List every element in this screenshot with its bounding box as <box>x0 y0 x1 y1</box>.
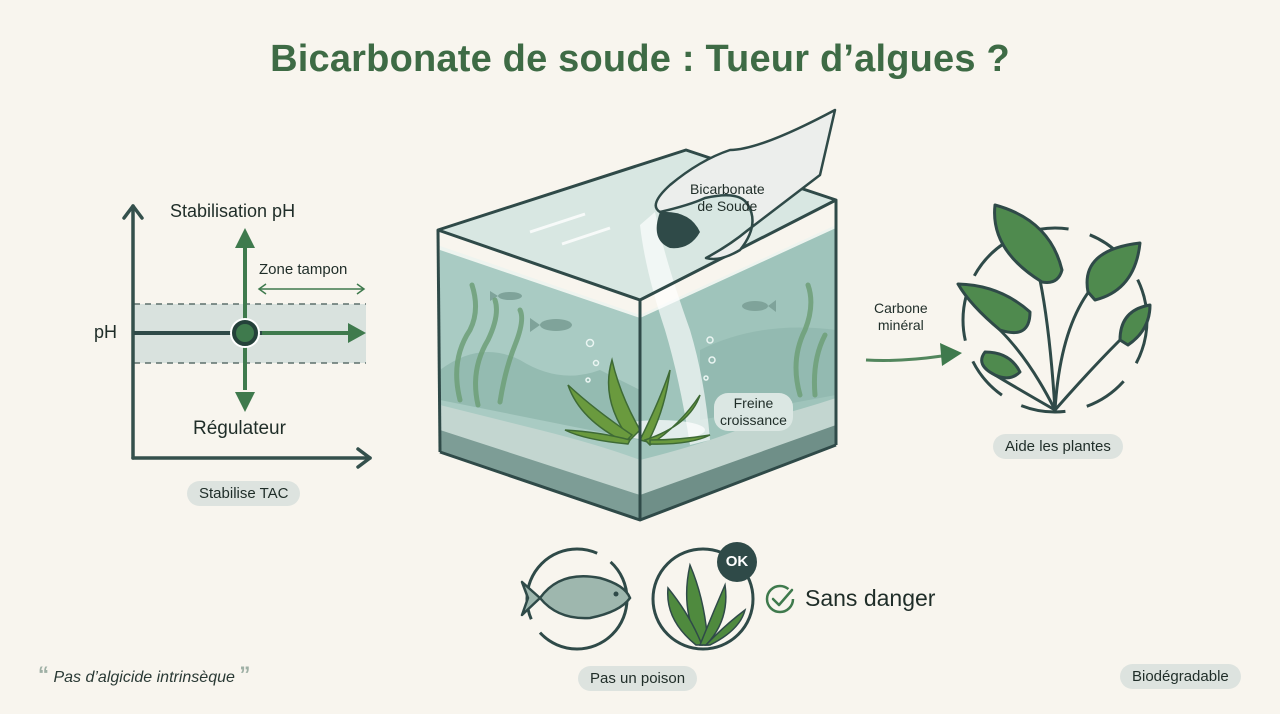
quote-close-icon: ” <box>239 662 251 687</box>
quote-text: Pas d’algicide intrinsèque <box>53 669 235 686</box>
ph-axis-label: pH <box>94 322 118 342</box>
aide-plantes-badge: Aide les plantes <box>993 434 1123 459</box>
quote-open-icon: “ <box>38 662 49 687</box>
biodegradable-badge: Biodégradable <box>1120 664 1241 689</box>
stabilise-tac-badge: Stabilise TAC <box>187 481 301 506</box>
carbon-label: Carbone minéral <box>874 300 928 334</box>
ph-bottom-label: Régulateur <box>193 418 286 439</box>
hand-label-line2: de Soude <box>697 198 758 214</box>
carbon-label-line1: Carbone <box>874 300 928 316</box>
ok-badge: OK <box>725 553 749 570</box>
growth-label-line1: Freine <box>733 395 774 411</box>
carbon-label-line2: minéral <box>877 317 924 333</box>
hand-label-line1: Bicarbonate <box>690 181 765 197</box>
hand-label: Bicarbonate de Soude <box>690 181 765 215</box>
zone-tampon-label: Zone tampon <box>259 261 348 278</box>
growth-label: Freine croissance <box>714 393 793 431</box>
ph-top-label: Stabilisation pH <box>170 201 296 221</box>
footer-quote: “ Pas d’algicide intrinsèque ” <box>38 662 250 688</box>
sans-danger-label: Sans danger <box>805 585 936 611</box>
pas-un-poison-badge: Pas un poison <box>578 666 698 691</box>
growth-label-line2: croissance <box>720 412 787 428</box>
y-axis <box>122 204 372 469</box>
page-title: Bicarbonate de soude : Tueur d’algues ? <box>270 38 1010 80</box>
